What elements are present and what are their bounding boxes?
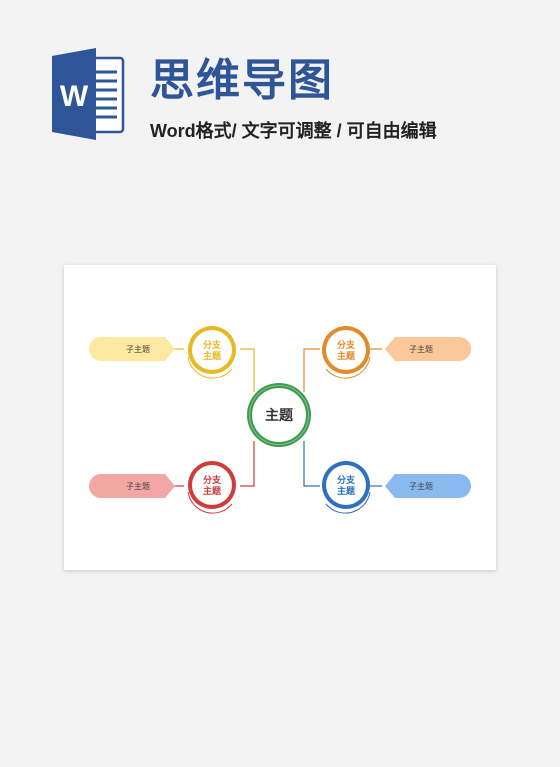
word-logo-letter: W [60, 80, 89, 113]
connector-bottom-right [303, 441, 320, 487]
branch-label-bottom-left-1: 分支 [203, 474, 222, 485]
subtopic-bottom-right: 子主题 [385, 474, 471, 498]
subtopic-top-right: 子主题 [385, 337, 471, 361]
connector-top-right [303, 348, 320, 392]
mind-map-card: 主题 分支 主题 子主题 分支 主题 子主题 [64, 265, 496, 570]
mind-map-diagram: 主题 分支 主题 子主题 分支 主题 子主题 [89, 326, 471, 514]
branch-label-bottom-left-2: 主题 [203, 485, 222, 496]
center-node: 主题 [247, 383, 311, 447]
branch-label-top-left-1: 分支 [203, 339, 222, 350]
page-subtitle: Word格式/ 文字可调整 / 可自由编辑 [150, 121, 437, 141]
page-title: 思维导图 [150, 56, 334, 105]
connector-bottom-left [240, 441, 255, 487]
subtopic-bottom-left: 子主题 [89, 474, 175, 498]
branch-label-top-right-1: 分支 [337, 339, 356, 350]
branch-node-bottom-right: 分支 主题 [322, 461, 371, 514]
branch-node-bottom-left: 分支 主题 [187, 461, 236, 514]
subtopic-top-left: 子主题 [89, 337, 175, 361]
branch-label-bottom-right-2: 主题 [337, 485, 356, 496]
branch-label-bottom-right-1: 分支 [337, 474, 356, 485]
subtopic-label-bottom-left: 子主题 [126, 481, 150, 491]
subtopic-label-top-left: 子主题 [126, 344, 150, 354]
subtopic-label-bottom-right: 子主题 [409, 481, 433, 491]
branch-label-top-left-2: 主题 [203, 350, 222, 361]
branch-label-top-right-2: 主题 [337, 350, 356, 361]
word-icon: W [52, 48, 125, 140]
branch-node-top-right: 分支 主题 [322, 326, 371, 379]
subtopic-label-top-right: 子主题 [409, 344, 433, 354]
page-header: W 思维导图 Word格式/ 文字可调整 / 可自由编辑 [0, 0, 560, 160]
connector-top-left [240, 348, 255, 392]
branch-node-top-left: 分支 主题 [187, 326, 236, 379]
center-label: 主题 [265, 407, 294, 423]
